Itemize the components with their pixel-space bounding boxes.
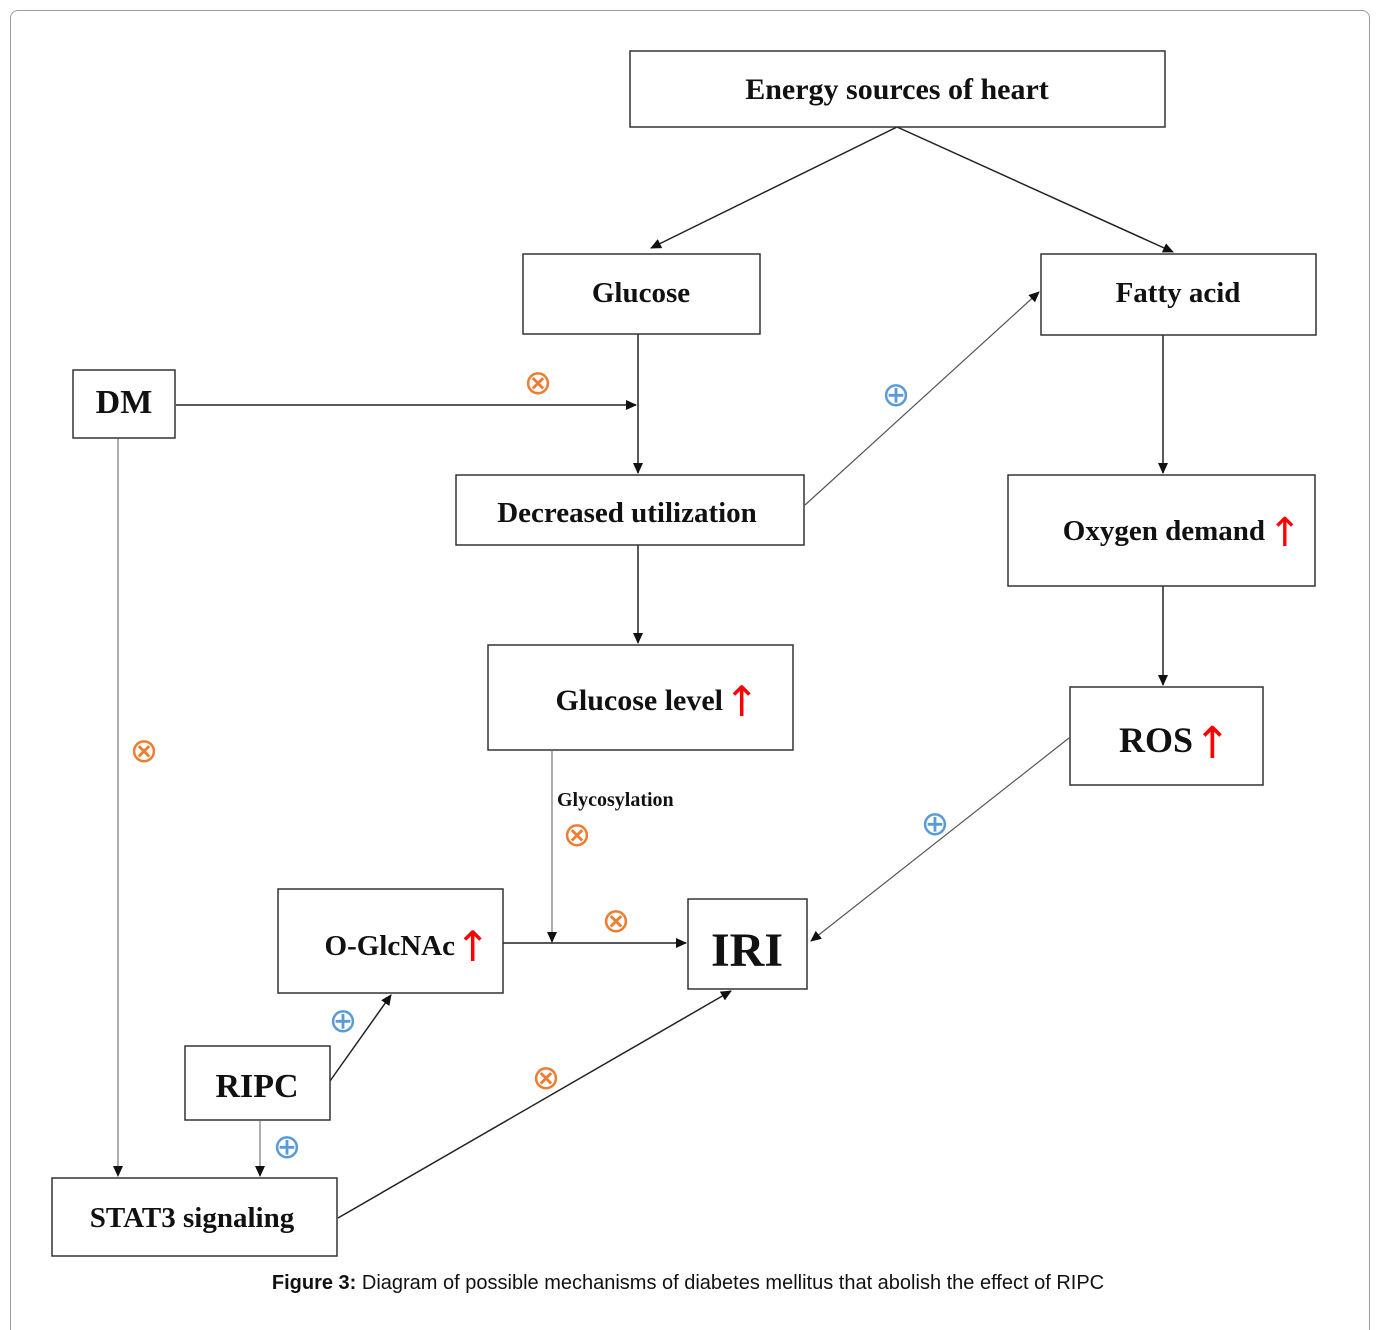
ros-box: [1069, 686, 1264, 786]
energy-sources-box: [629, 50, 1166, 128]
inhibit-symbol-glycosylation: ⊗: [563, 815, 592, 855]
glucose-box: [522, 253, 761, 335]
fatty-acid-box: [1040, 253, 1317, 336]
promote-symbol-fatty-acid: ⊕: [882, 375, 911, 415]
glucose-level-up-arrow: ↑: [724, 677, 759, 726]
inhibit-symbol-dm-stat3: ⊗: [130, 731, 159, 771]
edge-stat3-to-iri: [337, 990, 732, 1219]
inhibit-symbol-dm-glucose: ⊗: [524, 363, 553, 403]
edge-decreased-utilization-to-fatty-acid: [804, 291, 1040, 506]
promote-symbol-ripc-o-glcnac: ⊕: [329, 1001, 358, 1041]
inhibit-symbol-stat3-iri: ⊗: [532, 1058, 561, 1098]
oxygen-demand-up-arrow: ↑: [1268, 510, 1302, 556]
caption-label: Figure 3:: [271, 1272, 357, 1294]
glucose-level-box: [487, 644, 794, 751]
decreased-utilization-box: [455, 474, 805, 546]
dm-box: [72, 369, 176, 439]
glucose-label: Glucose: [592, 277, 690, 309]
figure-frame: [10, 10, 1370, 1330]
ros-label: ROS: [1119, 720, 1193, 760]
mechanism-diagram: Energy sources of heart Glucose Fatty ac…: [51, 50, 1317, 1257]
ripc-box: [184, 1045, 331, 1121]
edge-ros-to-iri: [810, 737, 1070, 942]
oxygen-demand-label: Oxygen demand: [1063, 515, 1265, 547]
oxygen-demand-box: [1007, 474, 1316, 587]
edge-energy-to-glucose: [650, 126, 898, 249]
promote-symbol-ros-iri: ⊕: [921, 804, 950, 844]
iri-box: [687, 898, 808, 990]
decreased-utilization-label: Decreased utilization: [497, 497, 757, 529]
glycosylation-label: Glycosylation: [557, 789, 674, 811]
edge-ripc-to-o-glcnac: [329, 994, 392, 1082]
stat3-box: [51, 1177, 338, 1257]
promote-symbol-ripc-stat3: ⊕: [273, 1127, 302, 1167]
o-glcnac-up-arrow: ↑: [455, 922, 490, 971]
edge-energy-to-fatty-acid: [896, 126, 1174, 253]
ripc-label: RIPC: [215, 1068, 298, 1105]
dm-label: DM: [96, 384, 153, 421]
fatty-acid-label: Fatty acid: [1116, 277, 1241, 309]
iri-label: IRI: [711, 924, 783, 977]
o-glcnac-label: O-GlcNAc: [325, 930, 456, 962]
stat3-label: STAT3 signaling: [90, 1202, 295, 1234]
figure-caption: Figure 3: Diagram of possible mechanisms…: [0, 1272, 1376, 1295]
o-glcnac-box: [277, 888, 504, 994]
energy-sources-label: Energy sources of heart: [745, 73, 1049, 106]
ros-up-arrow: ↑: [1194, 718, 1231, 769]
caption-text: Diagram of possible mechanisms of diabet…: [361, 1272, 1105, 1294]
glucose-level-label: Glucose level: [556, 684, 723, 717]
inhibit-symbol-o-glcnac-iri: ⊗: [602, 901, 631, 941]
